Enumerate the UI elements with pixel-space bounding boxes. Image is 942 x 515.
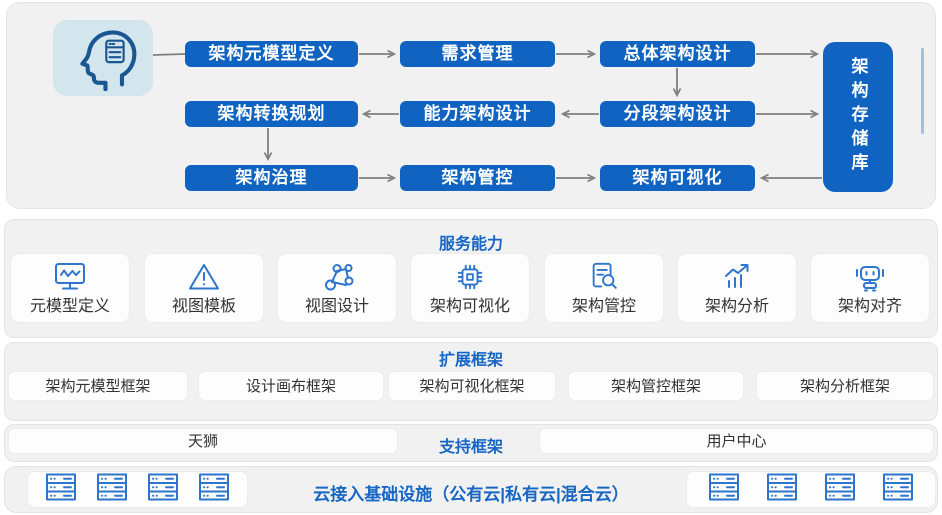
cpu-chip-icon	[453, 261, 487, 298]
service-card-label: 架构管控	[571, 298, 636, 315]
scrollbar-thumb[interactable]	[921, 48, 924, 134]
flow-node-meta-model: 架构元模型定义	[185, 41, 358, 67]
server-icon-group-left	[27, 471, 248, 508]
flow-node-visualization: 架构可视化	[600, 165, 755, 191]
service-card-view-design: 视图设计	[277, 253, 397, 323]
monitor-chart-icon	[53, 261, 87, 298]
service-card-visualization: 架构可视化	[410, 253, 530, 323]
flow-node-transition-planning: 架构转换规划	[185, 101, 358, 127]
service-card-meta-model: 元模型定义	[10, 253, 130, 323]
cloud-title: 云接入基础设施（公有云|私有云|混合云）	[313, 485, 629, 504]
service-card-label: 视图模板	[171, 298, 236, 315]
trend-chart-icon	[720, 261, 754, 298]
service-card-label: 架构可视化	[429, 298, 510, 315]
server-rack-icon	[881, 472, 915, 507]
framework-pill-design-canvas: 设计画布框架	[198, 371, 384, 401]
flow-arrows	[152, 49, 822, 183]
framework-pill-analysis: 架构分析框架	[756, 371, 934, 401]
flow-node-overall-design: 总体架构设计	[600, 41, 755, 67]
support-box-user-center: 用户中心	[539, 428, 934, 454]
server-rack-icon	[95, 472, 129, 507]
service-card-label: 架构对齐	[837, 298, 902, 315]
framework-pill-visualization: 架构可视化框架	[388, 371, 556, 401]
frameworks-title: 扩展框架	[438, 352, 503, 369]
server-rack-icon	[146, 472, 180, 507]
support-title: 支持框架	[438, 439, 503, 456]
thinking-head-icon	[80, 30, 137, 91]
flow-node-governance: 架构治理	[185, 165, 358, 191]
service-card-label: 架构分析	[704, 298, 769, 315]
support-box-tianshi: 天狮	[8, 428, 398, 454]
framework-pill-control: 架构管控框架	[568, 371, 744, 401]
flow-node-requirements: 需求管理	[400, 41, 555, 67]
service-card-label: 元模型定义	[29, 298, 110, 315]
network-graph-icon	[320, 261, 354, 298]
document-in-head-icon	[105, 39, 125, 64]
flow-node-capability-design: 能力架构设计	[400, 101, 555, 127]
service-card-analysis: 架构分析	[677, 253, 797, 323]
flow-node-segment-design: 分段架构设计	[600, 101, 755, 127]
service-card-label: 视图设计	[304, 298, 369, 315]
flow-node-repository: 架构存储库	[823, 42, 893, 192]
repository-label: 架构存储库	[848, 57, 868, 177]
flow-node-control: 架构管控	[400, 165, 555, 191]
service-card-alignment: 架构对齐	[810, 253, 930, 323]
service-card-control: 架构管控	[544, 253, 664, 323]
service-card-view-template: 视图模板	[144, 253, 264, 323]
framework-pill-meta-model: 架构元模型框架	[8, 371, 188, 401]
document-search-icon	[587, 261, 621, 298]
server-rack-icon	[44, 472, 78, 507]
server-rack-icon	[707, 472, 741, 507]
warning-triangle-icon	[187, 261, 221, 298]
server-rack-icon	[823, 472, 857, 507]
server-rack-icon	[197, 472, 231, 507]
thinker-badge	[53, 20, 153, 96]
services-title: 服务能力	[438, 236, 503, 253]
server-icon-group-right	[686, 471, 936, 508]
robot-icon	[853, 261, 887, 298]
server-rack-icon	[765, 472, 799, 507]
